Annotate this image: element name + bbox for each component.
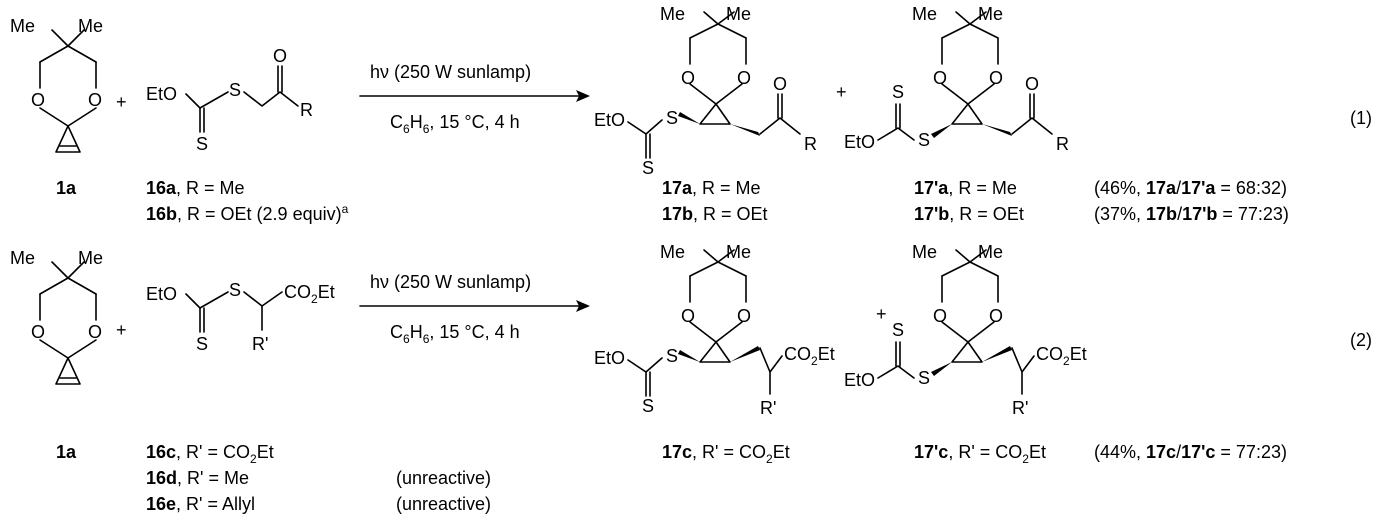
atom-me: Me (78, 248, 103, 268)
atom-o: O (88, 90, 102, 110)
atom-co2et: CO2Et (784, 344, 835, 368)
conditions-bottom: C6H6, 15 °C, 4 h (390, 112, 520, 136)
structure-1a-bottom: Me Me O O (10, 248, 103, 385)
label-16e: 16e, R' = Allyl (146, 494, 255, 514)
conditions-top: hν (250 W sunlamp) (370, 272, 531, 292)
equation-number-1: (1) (1350, 108, 1372, 128)
atom-r: R (1056, 134, 1069, 154)
structure-17pab: Me Me O O S S EtO O R (844, 4, 1069, 154)
label-16d: 16d, R' = Me (146, 468, 249, 488)
atom-s: S (892, 320, 904, 340)
atom-o: O (681, 306, 695, 326)
arrow-head (576, 300, 590, 312)
label-17c: 17c, R' = CO2Et (662, 442, 790, 466)
plus-sign: + (876, 304, 887, 324)
result-17b: (37%, 17b/17'b = 77:23) (1094, 204, 1289, 224)
atom-eto: EtO (146, 84, 177, 104)
structure-17pc: Me Me O O S S EtO R' CO2Et (844, 242, 1087, 418)
atom-s: S (666, 108, 678, 128)
atom-me: Me (726, 242, 751, 262)
atom-me: Me (912, 4, 937, 24)
label-17b: 17b, R = OEt (662, 204, 768, 224)
plus-sign: + (116, 92, 127, 112)
label-17pb: 17'b, R = OEt (914, 204, 1024, 224)
label-16a: 16a, R = Me (146, 178, 245, 198)
atom-s: S (918, 368, 930, 388)
atom-me: Me (10, 248, 35, 268)
atom-o: O (989, 68, 1003, 88)
atom-s: S (229, 80, 241, 100)
label-17pa: 17'a, R = Me (914, 178, 1017, 198)
label-16c: 16c, R' = CO2Et (146, 442, 274, 466)
structure-16ab: EtO S S O R (146, 46, 313, 154)
atom-eto: EtO (844, 370, 875, 390)
equation-number-2: (2) (1350, 330, 1372, 350)
atom-s: S (918, 130, 930, 150)
atom-r-prime: R' (760, 398, 776, 418)
atom-s: S (666, 346, 678, 366)
atom-o: O (1025, 74, 1039, 94)
atom-o: O (737, 306, 751, 326)
structure-1a-top: Me Me O O (10, 16, 103, 153)
atom-o: O (681, 68, 695, 88)
atom-o: O (31, 322, 45, 342)
atom-me: Me (912, 242, 937, 262)
structure-17c: Me Me O O S S EtO R' CO2Et (594, 242, 835, 418)
structure-16cde: EtO S S R' CO2Et (146, 280, 335, 354)
plus-sign: + (836, 82, 847, 102)
conditions-top: hν (250 W sunlamp) (370, 62, 531, 82)
atom-o: O (88, 322, 102, 342)
atom-o: O (773, 74, 787, 94)
atom-me: Me (978, 242, 1003, 262)
atom-r-prime: R' (1012, 398, 1028, 418)
atom-me: Me (660, 4, 685, 24)
atom-me: Me (660, 242, 685, 262)
label-17pc: 17'c, R' = CO2Et (914, 442, 1046, 466)
atom-o: O (989, 306, 1003, 326)
atom-me: Me (978, 4, 1003, 24)
atom-co2et: CO2Et (1036, 344, 1087, 368)
atom-eto: EtO (594, 348, 625, 368)
atom-eto: EtO (844, 132, 875, 152)
reaction-1: Me Me O O 1a + EtO S S O R 16a, R = Me 1… (10, 4, 1372, 224)
atom-co2et: CO2Et (284, 282, 335, 306)
atom-s: S (196, 334, 208, 354)
result-17c: (44%, 17c/17'c = 77:23) (1094, 442, 1287, 462)
atom-s: S (196, 134, 208, 154)
result-17a: (46%, 17a/17'a = 68:32) (1094, 178, 1287, 198)
atom-o: O (933, 306, 947, 326)
arrow-head (576, 90, 590, 102)
label-1a: 1a (56, 178, 77, 198)
atom-r-prime: R' (252, 334, 268, 354)
atom-me: Me (726, 4, 751, 24)
atom-s: S (229, 280, 241, 300)
label-16b: 16b, R = OEt (2.9 equiv)a (146, 202, 349, 224)
note-16d: (unreactive) (396, 468, 491, 488)
atom-me: Me (10, 16, 35, 36)
atom-o: O (737, 68, 751, 88)
atom-s: S (642, 396, 654, 416)
label-17a: 17a, R = Me (662, 178, 761, 198)
note-16e: (unreactive) (396, 494, 491, 514)
plus-sign: + (116, 320, 127, 340)
atom-s: S (892, 82, 904, 102)
atom-s: S (642, 158, 654, 178)
atom-o: O (933, 68, 947, 88)
atom-r: R (804, 134, 817, 154)
reaction-2: Me Me O O 1a + EtO S S R' CO2Et 16c, R' … (10, 242, 1372, 514)
conditions-bottom: C6H6, 15 °C, 4 h (390, 322, 520, 346)
label-1a: 1a (56, 442, 77, 462)
atom-me: Me (78, 16, 103, 36)
atom-eto: EtO (146, 284, 177, 304)
atom-r: R (300, 100, 313, 120)
structure-17ab: Me Me O O S S EtO O R (594, 4, 817, 178)
atom-eto: EtO (594, 110, 625, 130)
atom-o: O (31, 90, 45, 110)
atom-o: O (273, 46, 287, 66)
